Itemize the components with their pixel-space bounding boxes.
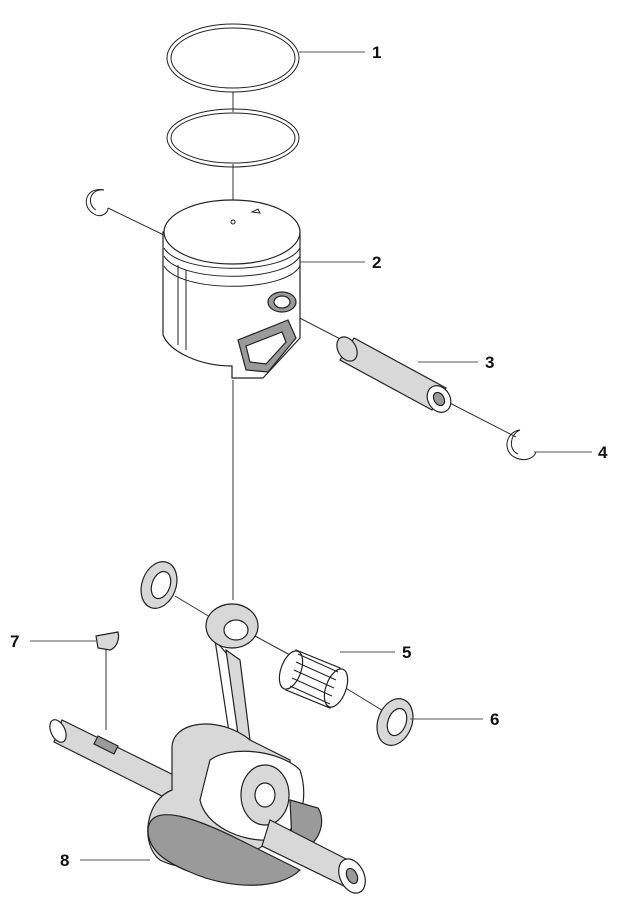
piston-pin [336,336,452,413]
leader-lines [30,51,592,861]
part-number-labels: 1 2 3 4 5 6 7 8 [10,43,608,870]
part-number-3: 3 [485,353,494,372]
woodruff-key [95,631,120,651]
part-number-5: 5 [402,643,411,662]
piston-ring-upper [166,23,300,93]
circlip-right [506,429,537,461]
thrust-washer-left [140,561,178,609]
part-number-1: 1 [372,43,381,62]
part-number-4: 4 [598,443,608,462]
piston-ring-lower [166,108,300,168]
circlip-left [85,189,109,217]
needle-bearing [278,649,349,709]
piston [162,199,301,379]
part-number-6: 6 [490,710,499,729]
crankshaft [49,603,366,894]
thrust-washer-right [376,698,414,746]
part-number-2: 2 [372,253,381,272]
assembly-axis-lines [105,92,517,730]
part-number-8: 8 [60,851,69,870]
part-number-7: 7 [10,632,19,651]
